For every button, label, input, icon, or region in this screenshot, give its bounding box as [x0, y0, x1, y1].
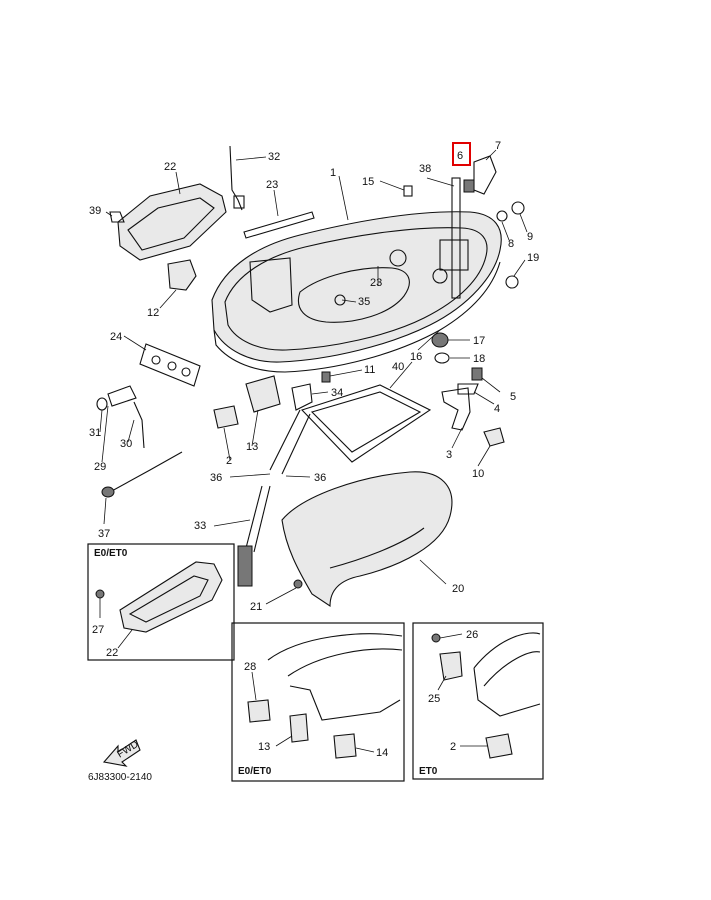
callout-21: 21	[250, 601, 262, 613]
part-lower-cowling-20	[281, 471, 453, 608]
part-bracket-12	[167, 259, 197, 291]
callout-32: 32	[268, 151, 280, 163]
callout-24: 24	[110, 331, 122, 343]
inset-callout-14: 14	[376, 747, 388, 759]
part-bracket-7	[473, 155, 497, 195]
callout-31: 31	[89, 427, 101, 439]
inset-title: E0/ET0	[94, 548, 128, 559]
callout-33: 33	[194, 520, 206, 532]
fwd-arrow-icon: FWD	[102, 739, 141, 767]
diagram-code: 6J83300-2140	[88, 772, 152, 783]
callout-4: 4	[494, 403, 500, 415]
callout-20: 20	[452, 583, 464, 595]
callout-16: 16	[410, 351, 422, 363]
callout-34: 34	[331, 387, 343, 399]
part-pin-38	[451, 177, 461, 299]
callout-22: 22	[164, 161, 176, 173]
callout-35: 35	[358, 296, 370, 308]
inset-e0-et0-left: E0/ET0 27 22	[87, 543, 235, 661]
callout-11: 11	[364, 364, 375, 376]
inset-e0-et0-center: E0/ET0 28 13 14	[231, 622, 405, 782]
part-cables-33	[237, 485, 271, 587]
part-fitting-34	[291, 383, 313, 411]
part-grommet-6	[463, 179, 475, 193]
callout-29: 29	[94, 461, 106, 473]
callout-13: 13	[246, 441, 258, 453]
part-cam-4	[457, 383, 479, 395]
callout-37: 37	[98, 528, 110, 540]
part-fitting-13	[245, 375, 281, 413]
callout-2: 2	[226, 455, 232, 467]
part-rod-32	[229, 145, 245, 211]
inset-callout-28: 28	[244, 661, 256, 673]
part-grommet-18	[434, 352, 450, 364]
part-wire-37	[101, 451, 183, 498]
part-nut-9	[511, 201, 525, 215]
callout-23: 23	[266, 179, 278, 191]
part-plate-24	[139, 343, 201, 387]
part-cover-22	[117, 183, 227, 261]
callout-40: 40	[392, 361, 404, 373]
part-bolt-15	[403, 185, 413, 197]
leader-lines	[99, 149, 528, 605]
callout-30: 30	[120, 438, 132, 450]
part-bolt-8	[496, 210, 508, 222]
callout-17: 17	[473, 335, 485, 347]
part-bolt-11	[321, 371, 331, 383]
inset-et0-right: ET0 26 25 2	[412, 622, 544, 780]
inset-callout-13: 13	[258, 741, 270, 753]
part-cables-36	[269, 409, 311, 475]
part-pad-2	[213, 405, 239, 429]
inset-callout-22: 22	[106, 647, 118, 659]
callout-23b: 23	[370, 277, 382, 289]
part-spring-5	[471, 367, 483, 381]
callout-1: 1	[330, 167, 336, 179]
callout-38: 38	[419, 163, 431, 175]
callout-labels: 1 22 39 32 23 15 38 6 7 8 9 19 12 35 23 …	[89, 140, 539, 613]
callout-15: 15	[362, 176, 374, 188]
inset-title: E0/ET0	[238, 766, 272, 777]
inset-callout-25: 25	[428, 693, 440, 705]
callout-9: 9	[527, 231, 533, 243]
callout-19: 19	[527, 252, 539, 264]
callout-12: 12	[147, 307, 159, 319]
callout-3: 3	[446, 449, 452, 461]
callout-36b: 36	[314, 472, 326, 484]
callout-7: 7	[495, 140, 501, 152]
callout-8: 8	[508, 238, 514, 250]
part-seal-16	[300, 384, 432, 463]
part-bolt-19	[505, 275, 519, 289]
part-switch-29	[107, 385, 145, 449]
callout-36a: 36	[210, 472, 222, 484]
callout-6: 6	[457, 150, 463, 162]
callout-5: 5	[510, 391, 516, 403]
inset-callout-26: 26	[466, 629, 478, 641]
callout-10: 10	[472, 468, 484, 480]
part-lever-3	[441, 387, 471, 431]
highlight-box	[452, 142, 471, 166]
part-grommet-31	[96, 397, 108, 411]
part-pad-10	[483, 427, 505, 447]
inset-callout-27: 27	[92, 624, 104, 636]
part-strip-23	[243, 211, 315, 239]
callout-39: 39	[89, 205, 101, 217]
part-bolt-21	[293, 579, 303, 589]
part-label-plate-39	[109, 211, 125, 223]
inset-title: ET0	[419, 766, 438, 777]
callout-18: 18	[473, 353, 485, 365]
bottom-cowling-part	[211, 211, 502, 373]
inset-callout-2: 2	[450, 741, 456, 753]
